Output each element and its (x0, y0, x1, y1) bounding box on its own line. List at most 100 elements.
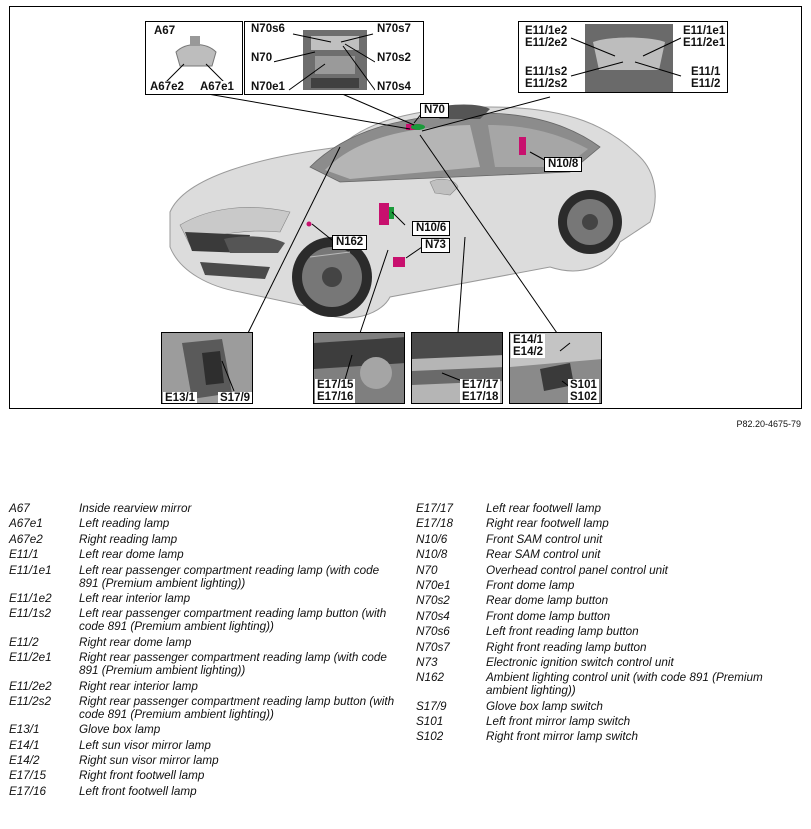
legend-description: Right rear dome lamp (79, 635, 192, 649)
inset-rear-dome-lamp: E11/1e2 E11/2e2 E11/1e1 E11/2e1 E11/1s2 … (518, 21, 728, 93)
legend-row: N70s7 Right front reading lamp button (416, 641, 806, 654)
legend-code: E11/1e2 (9, 591, 52, 605)
inset-front-footwell: E17/15 E17/16 (313, 332, 405, 404)
label-e17-17: E17/17 (460, 379, 501, 391)
legend-code: E11/2s2 (9, 694, 52, 708)
label-e11-2s2: E11/2s2 (523, 78, 570, 90)
legend-description: Electronic ignition switch control unit (486, 655, 674, 669)
legend-description: Left rear passenger compartment reading … (79, 607, 387, 634)
label-e17-18: E17/18 (460, 391, 501, 403)
legend-code: N70 (416, 563, 438, 577)
label-n73: N73 (421, 238, 450, 253)
legend-code: S102 (416, 730, 444, 744)
legend-code: N70s7 (416, 640, 450, 654)
legend-description: Left front footwell lamp (79, 784, 197, 798)
legend-description: Glove box lamp (79, 723, 161, 737)
legend-description: Right rear footwell lamp (486, 517, 609, 531)
label-e11-2: E11/2 (689, 78, 723, 90)
n162-marker (306, 221, 312, 227)
legend-description: Left reading lamp (79, 517, 170, 531)
legend-description: Left rear dome lamp (79, 548, 184, 562)
legend-description: Right rear interior lamp (79, 679, 198, 693)
legend-description: Front dome lamp (486, 578, 575, 592)
legend-description: Right reading lamp (79, 532, 178, 546)
legend-description: Left rear interior lamp (79, 591, 191, 605)
legend-description: Rear dome lamp button (486, 594, 609, 608)
label-e11-2e1: E11/2e1 (681, 37, 727, 49)
legend-code: N70s4 (416, 609, 450, 623)
legend-description: Right rear passenger compartment reading… (79, 694, 395, 721)
label-n70s2: N70s2 (375, 52, 413, 64)
legend-code: E11/1e1 (9, 563, 52, 577)
label-n70e1: N70e1 (249, 81, 287, 93)
label-e17-16: E17/16 (315, 391, 356, 403)
legend-code: E14/2 (9, 754, 40, 768)
label-n70s4: N70s4 (375, 81, 413, 93)
label-s101: S101 (568, 379, 599, 391)
car-illustration (169, 92, 656, 334)
label-n70-car: N70 (420, 103, 449, 118)
legend-description: Left front reading lamp button (486, 625, 639, 639)
legend-row: E11/2e1 Right rear passenger compartment … (9, 651, 399, 677)
legend-description: Glove box lamp switch (486, 699, 603, 713)
legend-description: Right front footwell lamp (79, 769, 205, 783)
legend-code: E14/1 (9, 738, 40, 752)
legend-code: N70s2 (416, 594, 450, 608)
legend-code: S101 (416, 715, 444, 729)
legend-row: E17/15 Right front footwell lamp (9, 769, 399, 782)
legend-code: E11/2e1 (9, 651, 52, 665)
legend-code: E17/15 (9, 769, 47, 783)
label-n10-6: N10/6 (412, 221, 451, 236)
label-n10-8: N10/8 (544, 157, 583, 172)
label-e13-1: E13/1 (163, 392, 198, 404)
legend-code: N73 (416, 655, 438, 669)
label-s17-9: S17/9 (218, 392, 252, 404)
car-body (169, 104, 656, 319)
label-n162: N162 (332, 235, 368, 250)
inset-overhead-panel: N70s6 N70s7 N70 N70s2 N70e1 N70s4 (244, 21, 424, 95)
label-e14-2: E14/2 (511, 346, 546, 358)
label-s102: S102 (568, 391, 599, 403)
legend-code: A67e1 (9, 517, 43, 531)
legend-code: E11/1s2 (9, 607, 52, 621)
inset-glove-box: E13/1 S17/9 (161, 332, 253, 404)
legend-description: Inside rearview mirror (79, 502, 192, 515)
label-e14-1: E14/1 (511, 334, 546, 346)
legend-row: A67e1 Left reading lamp (9, 517, 399, 530)
legend-description: Overhead control panel control unit (486, 563, 668, 577)
figure-reference: P82.20-4675-79 (736, 419, 801, 429)
legend-row: N70s2 Rear dome lamp button (416, 594, 806, 607)
legend-row: E11/2 Right rear dome lamp (9, 636, 399, 649)
legend-code: E11/1 (9, 548, 39, 562)
label-e11-1e2: E11/1e2 (523, 25, 570, 37)
component-location-figure: A67 A67e2 A67e1 N70s6 N70s7 N70 N70s2 N7… (9, 6, 802, 409)
legend-row: E11/2s2 Right rear passenger compartment … (9, 695, 399, 721)
legend-description: Left rear passenger compartment reading … (79, 563, 380, 590)
label-e11-2e2: E11/2e2 (523, 37, 570, 49)
legend-description: Right front reading lamp button (486, 640, 647, 654)
legend-row: E14/1 Left sun visor mirror lamp (9, 739, 399, 752)
legend-row: E11/1e2 Left rear interior lamp (9, 592, 399, 605)
legend-description: Left sun visor mirror lamp (79, 738, 211, 752)
legend-code: N10/8 (416, 548, 448, 562)
n10-6-marker (379, 203, 389, 225)
legend-code: N70s6 (416, 625, 450, 639)
legend-code: E11/2 (9, 635, 39, 649)
legend-description: Right rear passenger compartment reading… (79, 651, 387, 678)
label-n70s7: N70s7 (375, 23, 413, 35)
legend-description: Right sun visor mirror lamp (79, 754, 219, 768)
legend-description: Front SAM control unit (486, 532, 603, 546)
legend-code: A67 (9, 502, 30, 515)
